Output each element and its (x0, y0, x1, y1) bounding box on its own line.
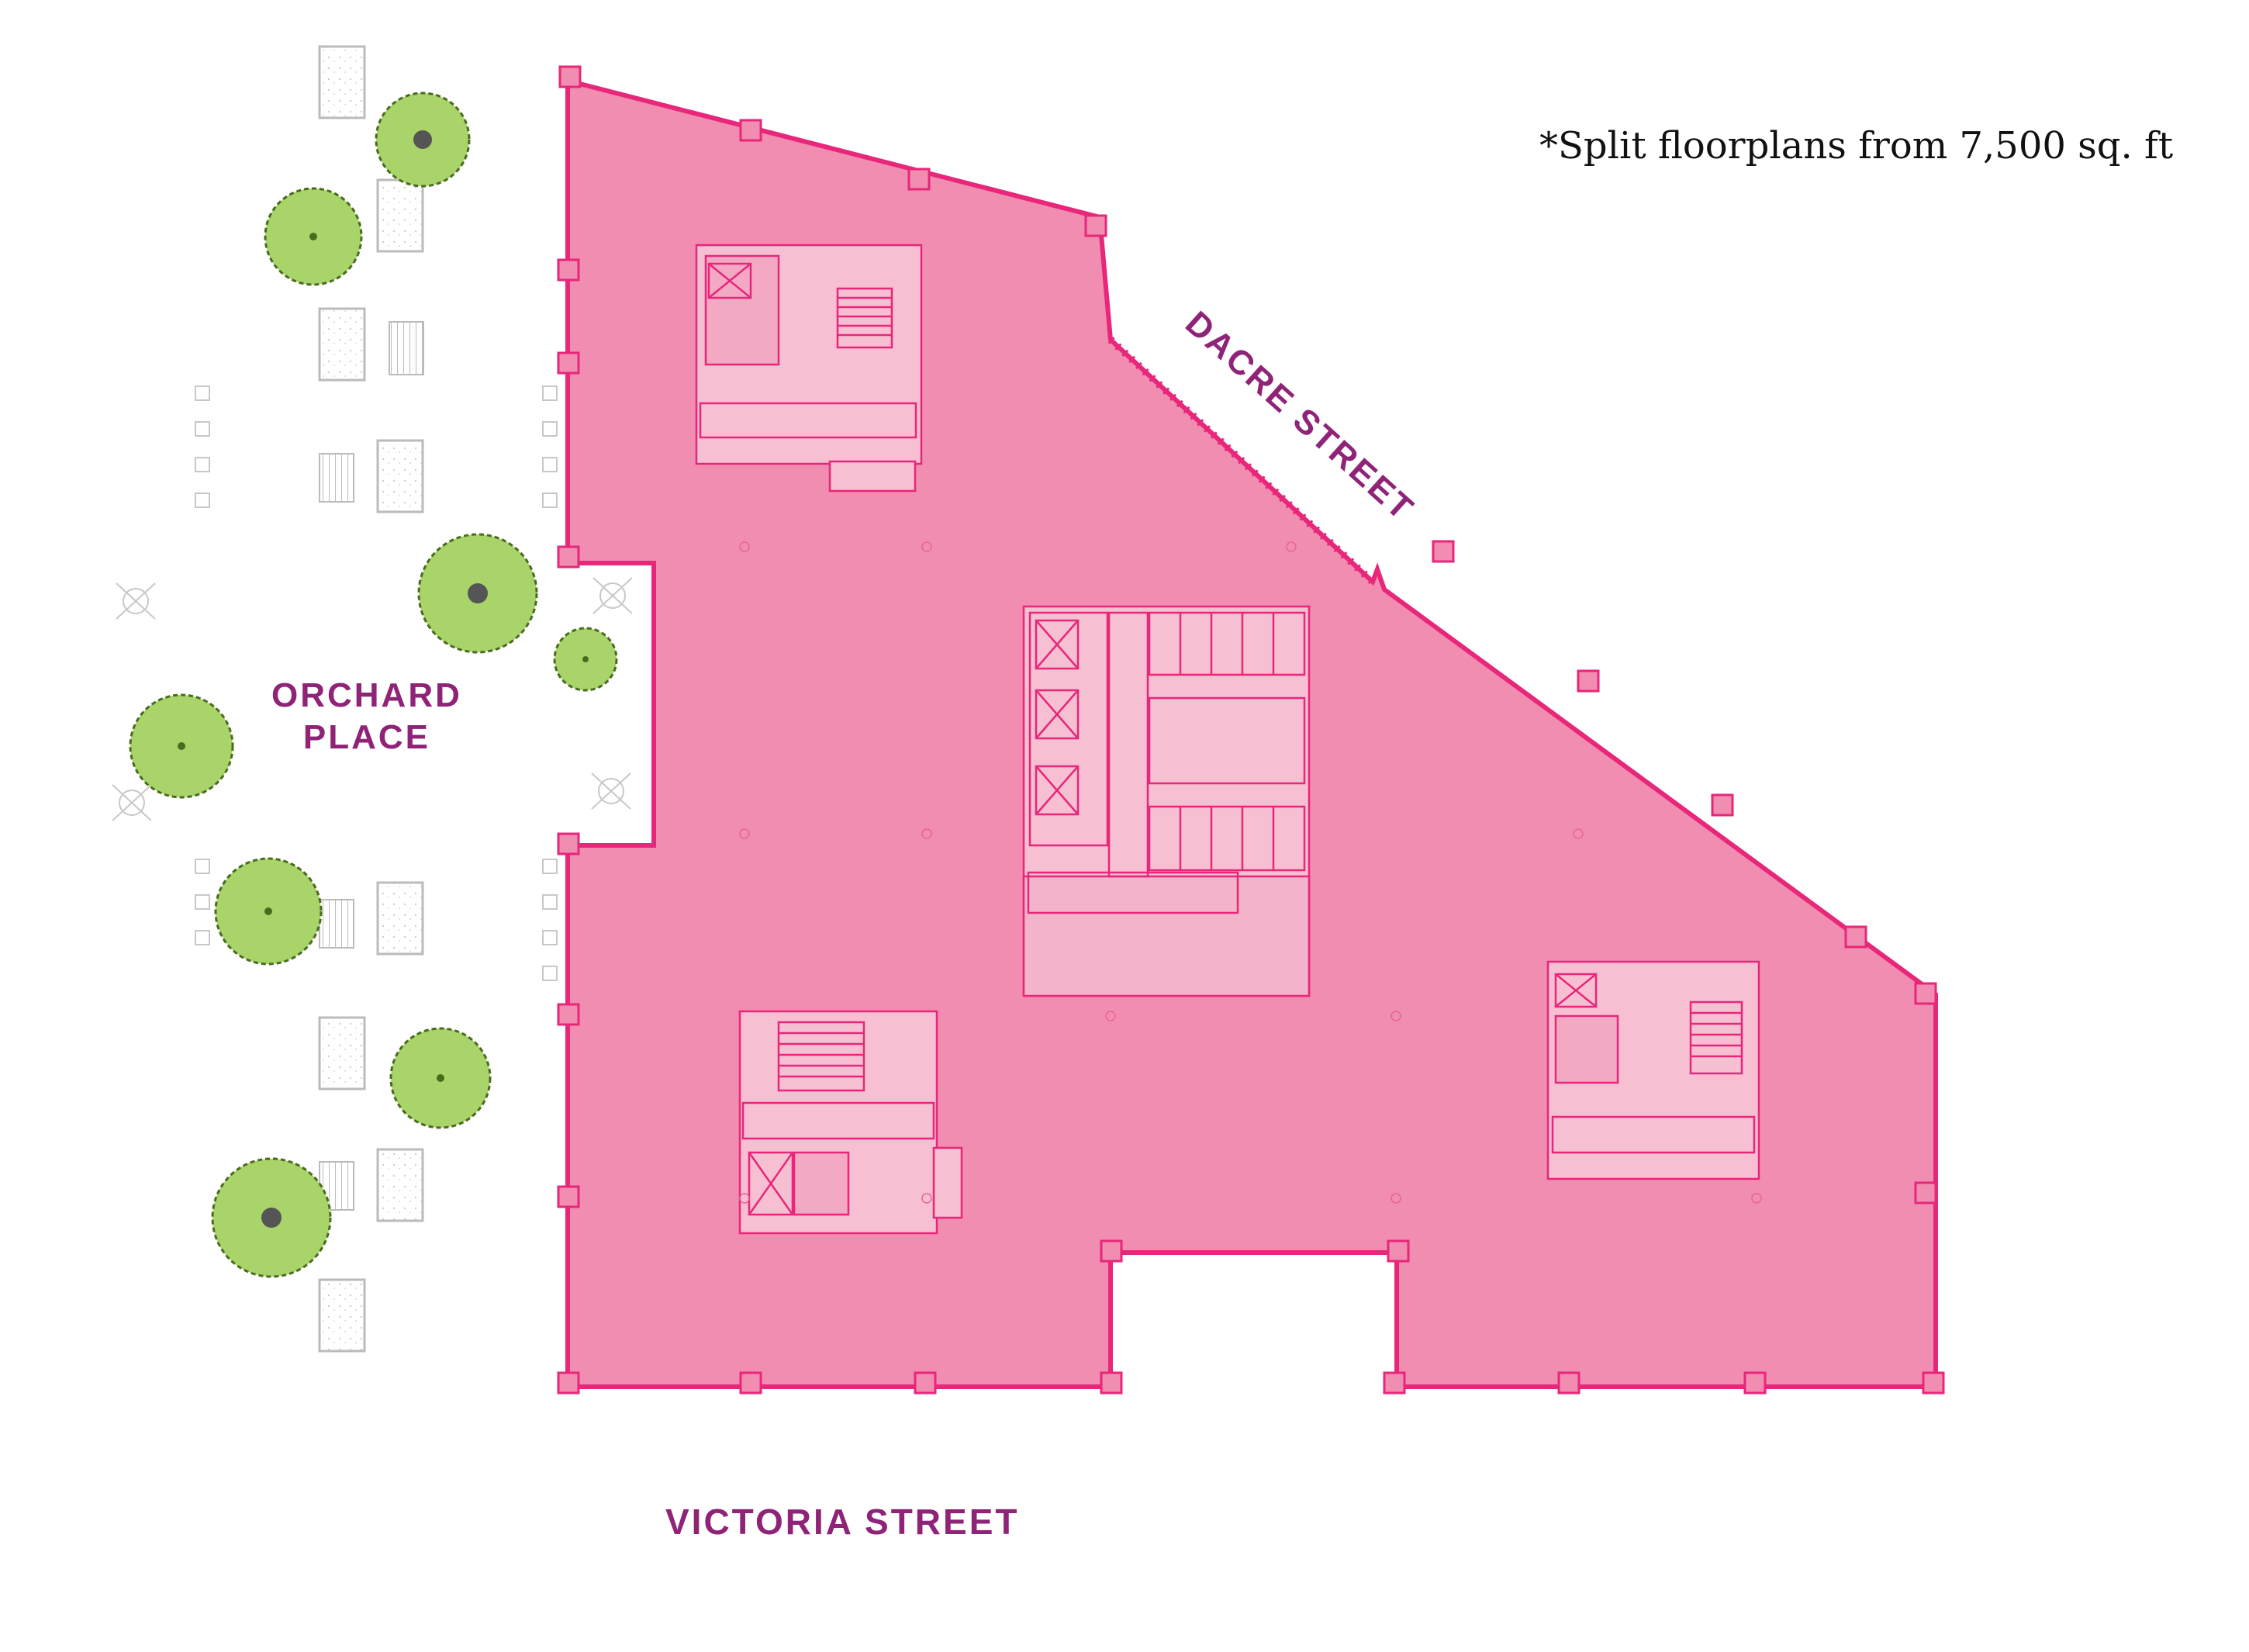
column-marker (558, 65, 582, 88)
bollard-icon (195, 894, 210, 910)
orchard-place-line1: ORCHARD (271, 676, 462, 714)
column-marker (914, 1371, 937, 1395)
column-marker (907, 168, 931, 191)
bollard-icon (542, 421, 558, 437)
lift-icon (1035, 689, 1080, 740)
bollard-icon (195, 930, 210, 945)
lift-icon (1035, 765, 1080, 816)
stair-icon (836, 287, 893, 349)
lift-icon (1035, 619, 1080, 670)
planter-icon (376, 1148, 424, 1222)
column-marker (1432, 540, 1455, 563)
column-marker (557, 1003, 580, 1026)
column-marker (1844, 925, 1867, 949)
tree-icon (264, 187, 363, 286)
table-chairs-icon (116, 582, 156, 620)
column-marker (739, 119, 762, 142)
planter-icon (318, 307, 366, 382)
table-chairs-icon (112, 784, 152, 821)
column-marker (557, 258, 580, 282)
core-centre (1022, 605, 1311, 997)
bollard-icon (195, 457, 210, 472)
planter-icon (318, 45, 366, 119)
core-top-left (695, 244, 923, 492)
bench-icon (319, 453, 354, 503)
tree-icon (375, 92, 471, 188)
bollard-icon (542, 385, 558, 401)
column-marker (557, 1185, 580, 1208)
landscape (112, 45, 633, 1353)
column-marker (1387, 1239, 1410, 1263)
column-marker (1914, 982, 1937, 1005)
bollard-icon (195, 421, 210, 437)
lift-icon (1554, 973, 1598, 1008)
tree-icon (211, 1157, 332, 1278)
stair-icon (1689, 1001, 1743, 1075)
column-marker (1914, 1181, 1937, 1204)
column-marker (1711, 793, 1734, 817)
tree-icon (214, 857, 323, 966)
planter-icon (376, 178, 424, 253)
planter-icon (318, 1278, 366, 1353)
tree-icon (417, 533, 538, 654)
core-right (1546, 960, 1760, 1180)
lift-icon (748, 1151, 794, 1216)
column-marker (1922, 1371, 1945, 1395)
bench-icon (319, 899, 354, 949)
planter-icon (376, 881, 424, 956)
tree-icon (129, 693, 234, 799)
column-marker (739, 1371, 762, 1395)
planter-icon (318, 1016, 366, 1090)
bollard-icon (542, 457, 558, 472)
tree-icon (389, 1027, 492, 1129)
bench-icon (389, 321, 424, 375)
planter-icon (376, 439, 424, 513)
column-marker (1383, 1371, 1406, 1395)
wc-icon (1148, 805, 1306, 872)
split-floorplan-note: *Split floorplans from 7,500 sq. ft (1539, 124, 2174, 168)
bollard-icon (195, 492, 210, 508)
column-marker (557, 545, 580, 569)
core-bottom-left (738, 1010, 963, 1235)
column-marker (1084, 214, 1107, 237)
bollard-icon (542, 930, 558, 945)
bollard-icon (542, 859, 558, 874)
victoria-street-label: VICTORIA STREET (665, 1502, 1020, 1542)
dacre-frontage-hatch (1107, 337, 1376, 585)
lift-icon (707, 262, 752, 299)
table-chairs-icon (592, 577, 633, 614)
wc-icon (1148, 611, 1306, 676)
table-chairs-icon (591, 772, 631, 810)
column-marker (1743, 1371, 1767, 1395)
column-marker (1577, 669, 1600, 693)
bollard-icon (542, 492, 558, 508)
bollard-icon (195, 859, 210, 874)
orchard-place-label: ORCHARD PLACE (271, 675, 462, 759)
bollard-icon (195, 385, 210, 401)
bollard-icon (542, 894, 558, 910)
column-marker (1557, 1371, 1581, 1395)
column-marker (1100, 1239, 1123, 1263)
column-marker (557, 351, 580, 375)
bollard-icon (542, 966, 558, 981)
column-marker (557, 832, 580, 855)
stair-icon (777, 1021, 865, 1092)
tree-icon (553, 627, 618, 692)
orchard-place-line2: PLACE (302, 718, 430, 756)
column-marker (557, 1371, 580, 1395)
column-marker (1100, 1371, 1123, 1395)
